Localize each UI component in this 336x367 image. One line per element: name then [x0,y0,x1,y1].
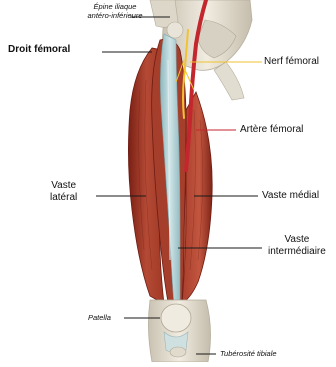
label-vastus-intermedius: Vaste intermédiaire [268,234,326,258]
label-femoral-nerve: Nerf fémoral [264,56,319,68]
label-tibial-tuberosity: Tubérosité tibiale [220,349,277,358]
label-vastus-lateralis-line1: Vaste [50,180,77,192]
label-spine: Épine iliaque antéro-inférieure [60,2,170,20]
label-spine-line1: Épine iliaque [60,2,170,11]
patella-bone [161,304,191,332]
label-vastus-lateralis-line2: latéral [50,192,77,204]
label-vastus-intermedius-line1: Vaste [268,234,326,246]
label-vastus-lateralis: Vaste latéral [50,180,77,204]
label-patella: Patella [88,313,111,322]
label-vastus-intermedius-line2: intermédiaire [268,246,326,258]
label-femoral-artery: Artère fémoral [240,124,303,136]
label-rectus-femoris: Droit fémoral [8,44,70,56]
label-vastus-medialis: Vaste médial [262,190,319,202]
label-spine-line2: antéro-inférieure [60,11,170,20]
knee-bones [148,300,210,362]
